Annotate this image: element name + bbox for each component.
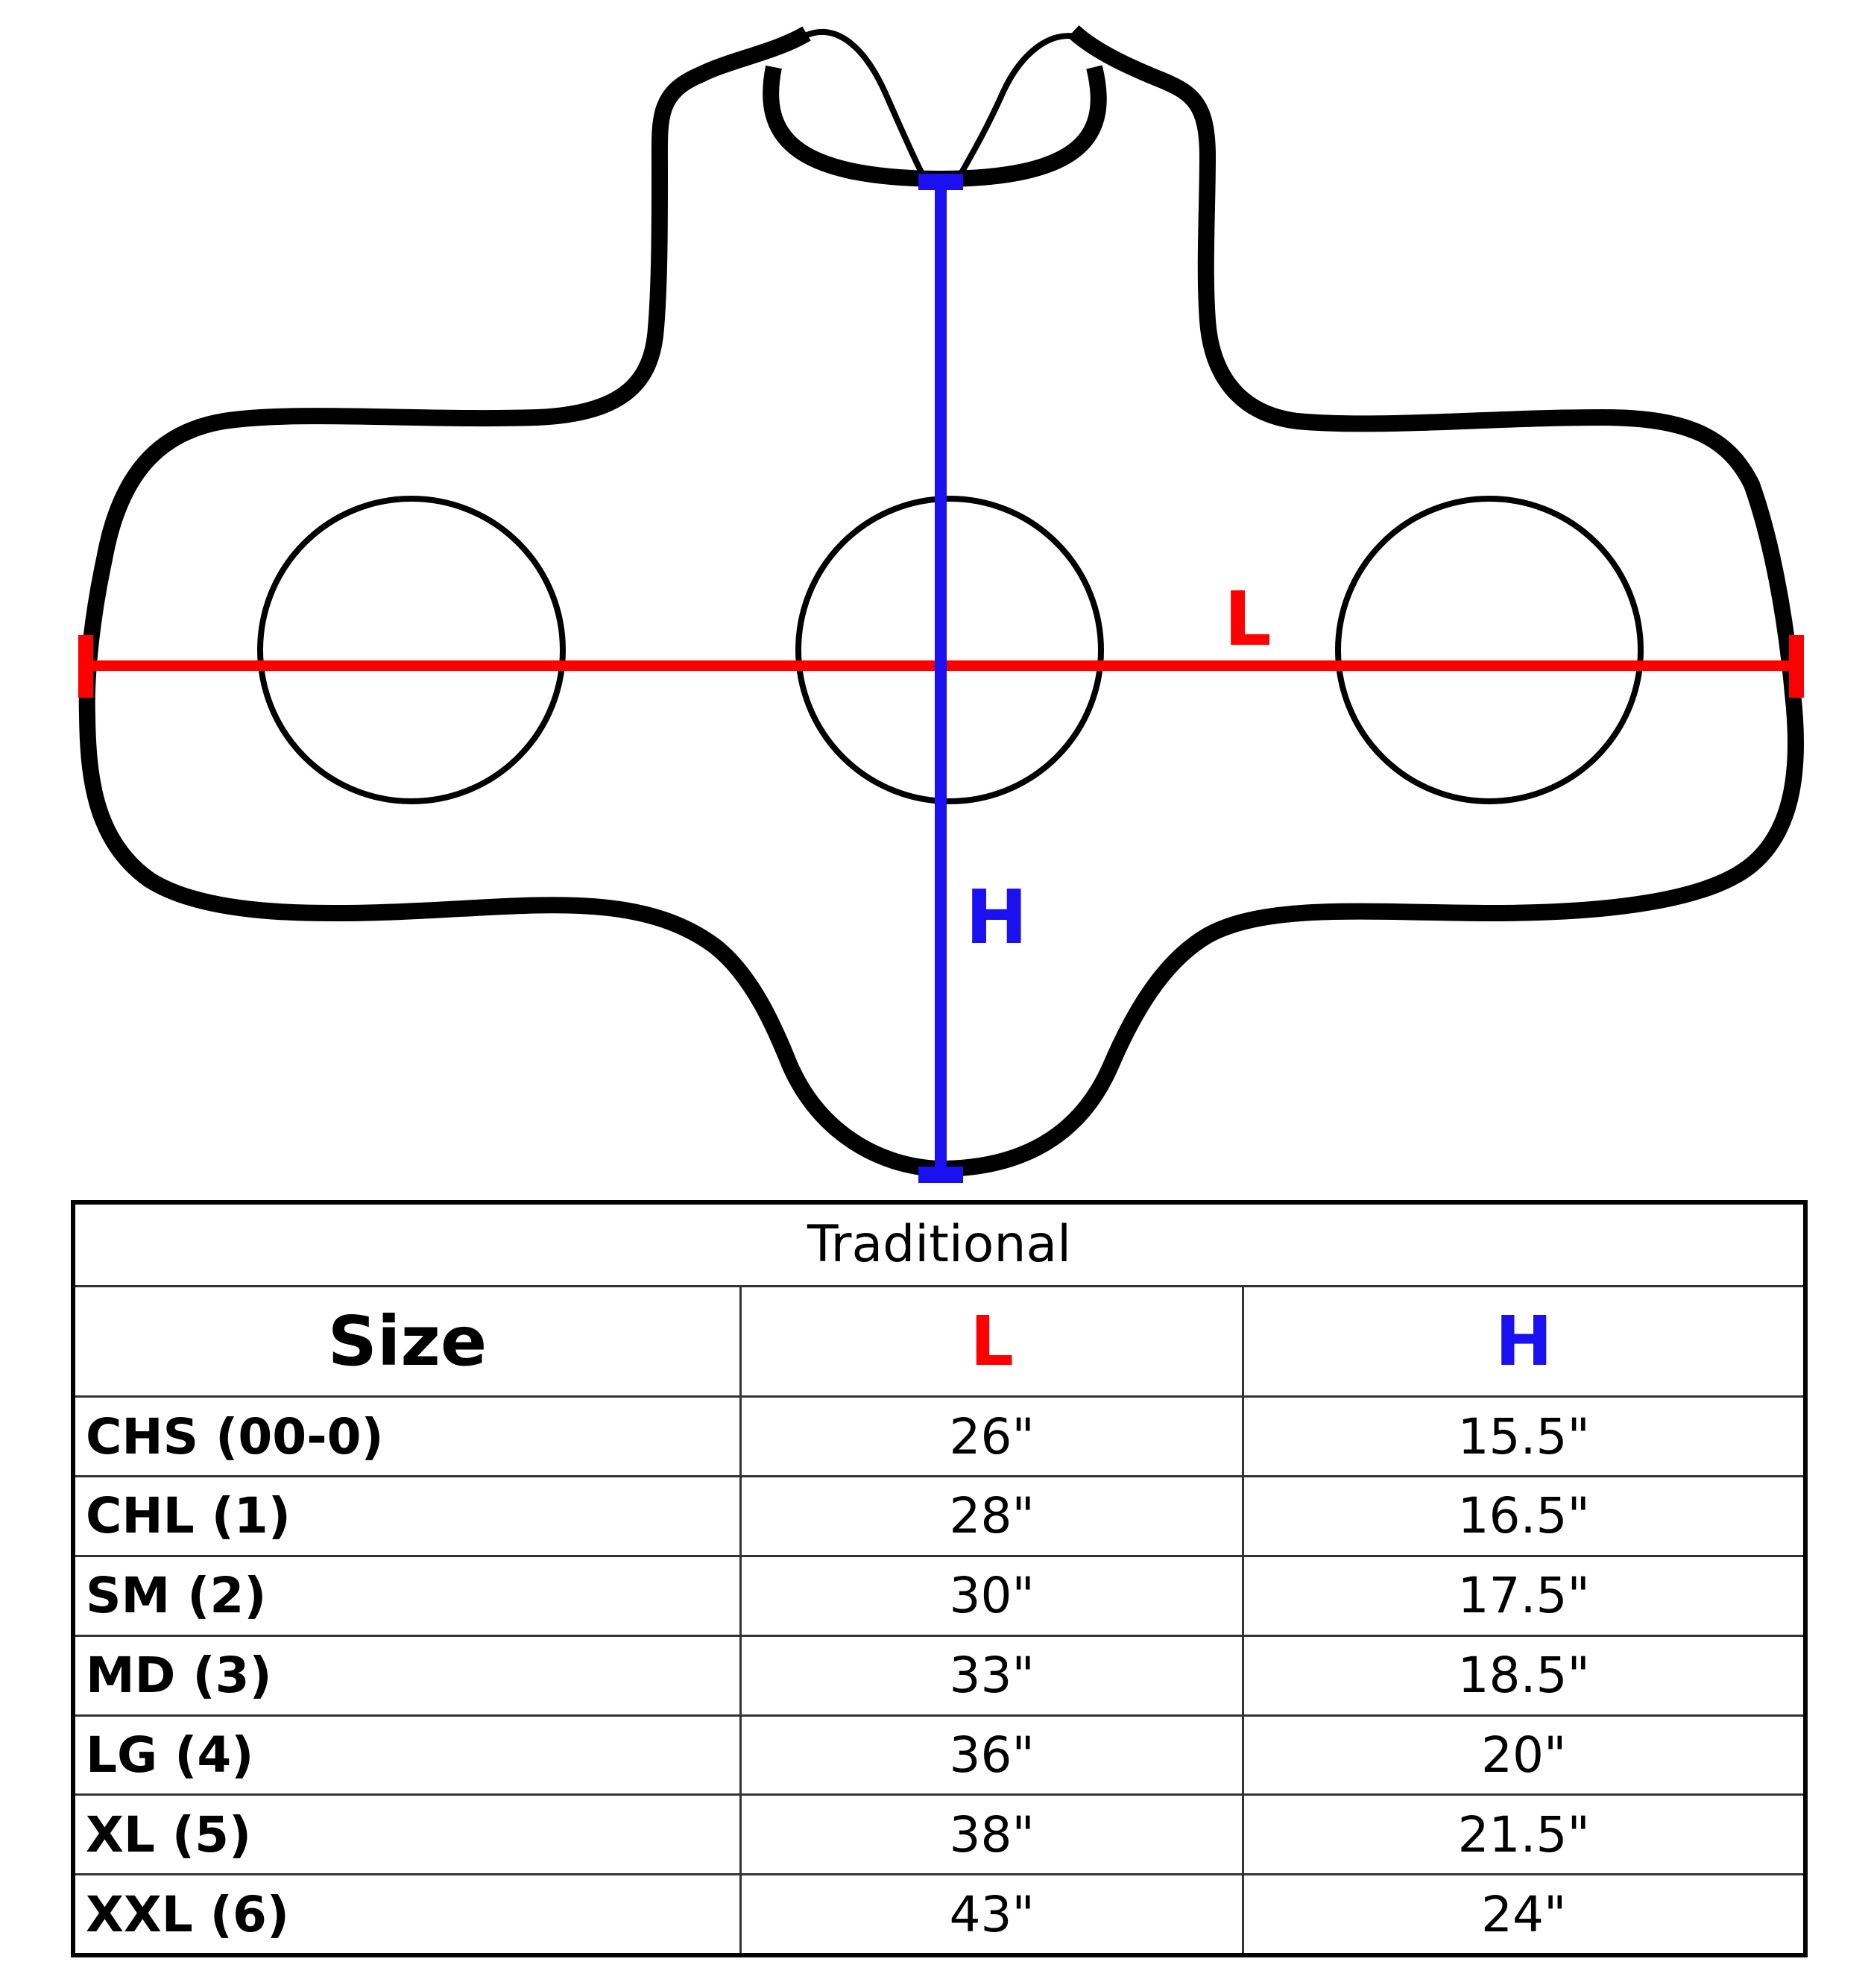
length-cell: 36" [739,1714,1245,1796]
right-strap [957,33,1081,177]
height-cell: 17.5" [1242,1554,1803,1637]
size-table: Traditional Size L H CHS (00-0) 26" 15.5… [75,1205,1803,1953]
header-height: H [1242,1284,1803,1398]
height-line-bottom-cap [918,1167,963,1183]
length-line-left-cap [78,635,93,698]
pad-measurement-diagram: L H [78,25,1805,1183]
length-cell: 33" [739,1634,1245,1717]
table-row: MD (3) 33" 18.5" [75,1634,1803,1717]
table-title: Traditional [75,1205,1803,1287]
height-label: H [965,874,1028,961]
height-cell: 16.5" [1242,1475,1803,1557]
size-cell: LG (4) [75,1714,742,1796]
header-length: L [739,1284,1245,1398]
neck-opening [763,65,1107,188]
height-cell: 24" [1242,1873,1803,1953]
height-line-top-cap [918,174,963,190]
right-circle [1335,496,1644,804]
height-cell: 20" [1242,1714,1803,1796]
table-title-row: Traditional [75,1205,1803,1287]
table-row: XL (5) 38" 21.5" [75,1793,1803,1876]
length-cell: 43" [739,1873,1245,1953]
height-cell: 15.5" [1242,1395,1803,1478]
size-chart: Traditional Size L H CHS (00-0) 26" 15.5… [71,1200,1808,1957]
table-header-row: Size L H [75,1284,1803,1398]
length-line-right-cap [1789,635,1804,698]
length-label: L [1224,575,1272,663]
length-cell: 28" [739,1475,1245,1557]
size-cell: CHS (00-0) [75,1395,742,1478]
length-cell: 26" [739,1395,1245,1478]
center-circle [795,496,1104,804]
height-cell: 21.5" [1242,1793,1803,1876]
size-cell: XXL (6) [75,1873,742,1953]
table-row: XXL (6) 43" 24" [75,1873,1803,1953]
table-row: LG (4) 36" 20" [75,1714,1803,1796]
size-cell: XL (5) [75,1793,742,1876]
table-row: SM (2) 30" 17.5" [75,1554,1803,1637]
size-cell: MD (3) [75,1634,742,1717]
size-cell: SM (2) [75,1554,742,1637]
length-cell: 38" [739,1793,1245,1876]
left-strap [804,28,926,177]
table-row: CHL (1) 28" 16.5" [75,1475,1803,1557]
table-row: CHS (00-0) 26" 15.5" [75,1395,1803,1478]
length-cell: 30" [739,1554,1245,1637]
header-size: Size [75,1284,742,1398]
left-circle [257,496,566,804]
height-cell: 18.5" [1242,1634,1803,1717]
size-cell: CHL (1) [75,1475,742,1557]
